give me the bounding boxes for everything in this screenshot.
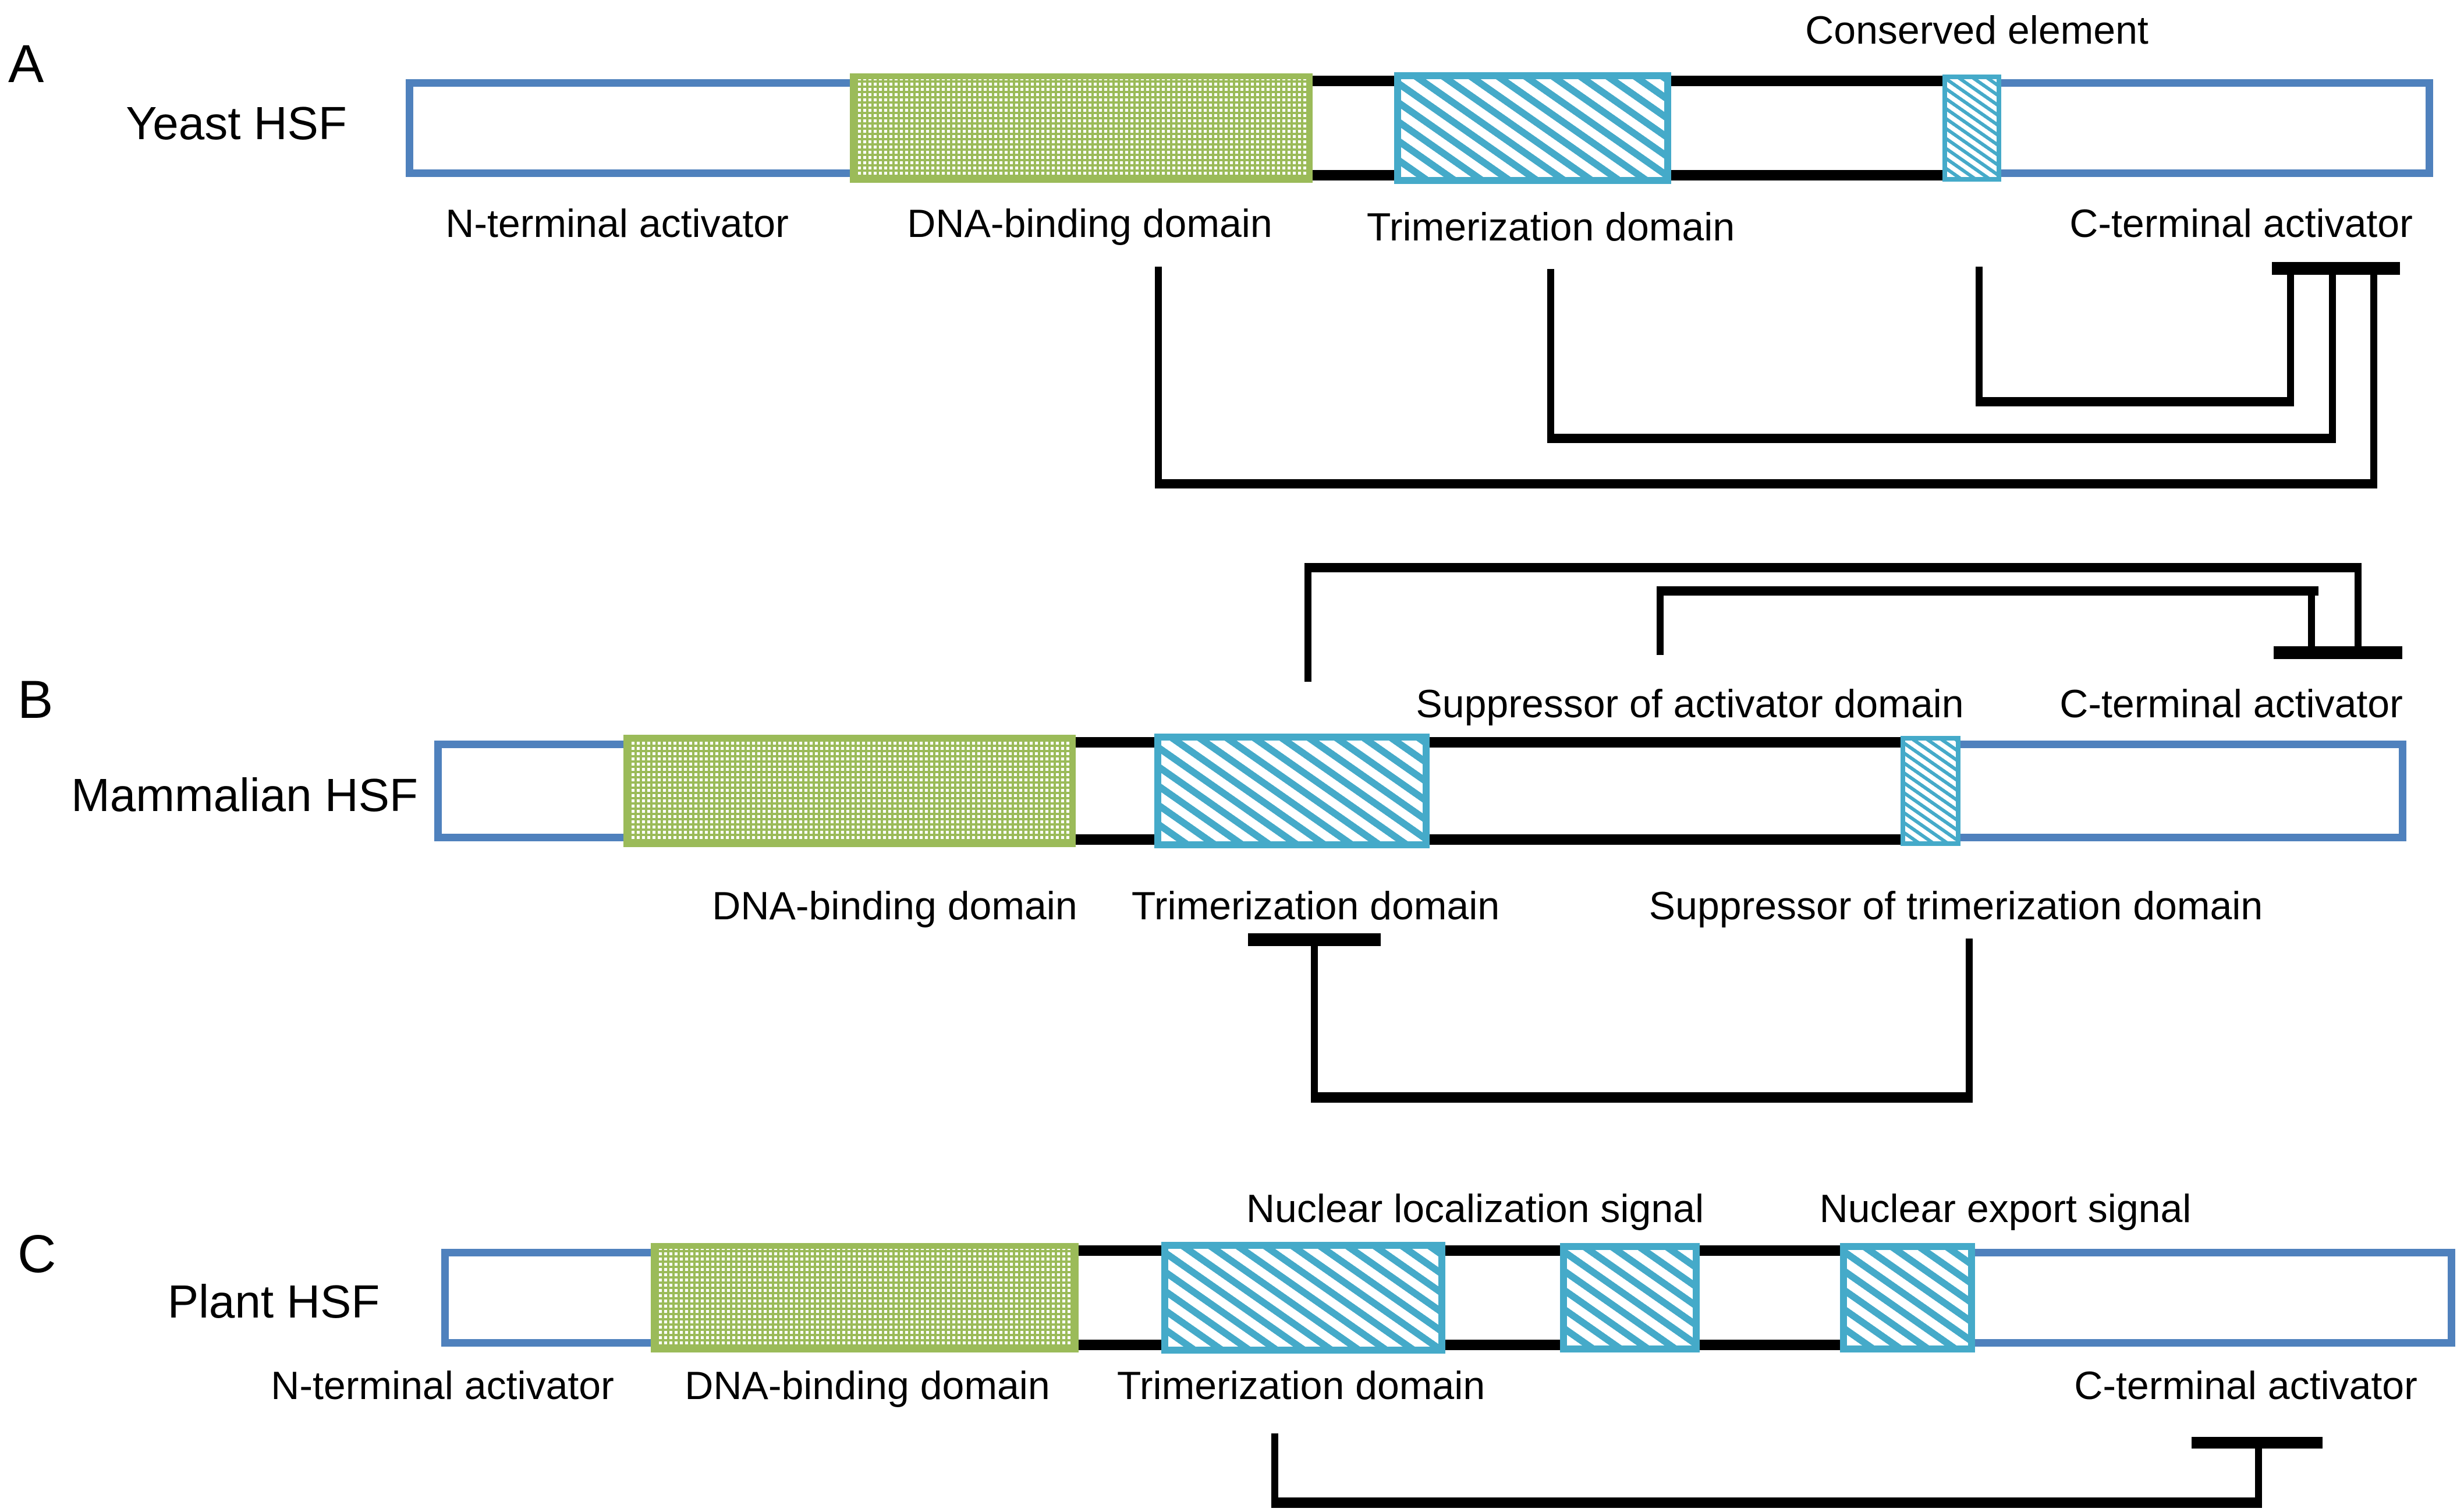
mammalian-trimerization-label: Trimerization domain xyxy=(1131,884,1500,928)
mammalian-upper-tbar xyxy=(2274,646,2402,659)
panel-a-letter: A xyxy=(8,34,44,94)
plant-trimerization-label: Trimerization domain xyxy=(1116,1364,1486,1408)
plant-nes-label: Nuclear export signal xyxy=(1819,1187,2192,1231)
yeast-dna-binding-domain-box xyxy=(850,73,1313,183)
panel-b-letter: B xyxy=(17,670,54,730)
yeast-connector-outer-bottom xyxy=(1155,479,2377,488)
yeast-connector-conserved-vertical xyxy=(1976,267,1983,406)
mammalian-upper-outer-top xyxy=(1304,563,2362,572)
mammalian-dna-binding-label: DNA-binding domain xyxy=(712,884,1077,928)
plant-nes-box xyxy=(1840,1243,1975,1352)
yeast-hsf-label: Yeast HSF xyxy=(126,97,347,149)
plant-trimerization-domain-box xyxy=(1161,1242,1445,1354)
mammalian-linker-1 xyxy=(1076,737,1154,845)
plant-connector-right-vertical xyxy=(2255,1449,2262,1508)
plant-inhibition-tbar xyxy=(2192,1437,2323,1449)
yeast-connector-tri-vertical xyxy=(1547,269,1554,443)
mammalian-upper-outer-right xyxy=(2355,563,2362,646)
panel-c-letter: C xyxy=(17,1224,56,1284)
yeast-linker-2 xyxy=(1671,76,1942,180)
plant-n-terminal-label: N-terminal activator xyxy=(271,1364,614,1408)
plant-linker-2 xyxy=(1445,1245,1560,1350)
mammalian-hsf-label: Mammalian HSF xyxy=(71,769,418,821)
plant-connector-bottom xyxy=(1271,1497,2262,1508)
plant-nls-label: Nuclear localization signal xyxy=(1246,1187,1704,1231)
yeast-connector-mid-right xyxy=(2329,274,2336,443)
yeast-connector-dna-vertical xyxy=(1155,267,1162,488)
yeast-trimerization-domain-box xyxy=(1394,72,1671,184)
yeast-connector-inner-bottom xyxy=(1976,397,2294,406)
plant-linker-1 xyxy=(1079,1245,1161,1350)
plant-hsf-label: Plant HSF xyxy=(167,1276,380,1327)
yeast-c-terminal-label: C-terminal activator xyxy=(2069,201,2413,246)
plant-dna-binding-label: DNA-binding domain xyxy=(685,1364,1050,1408)
conserved-element-label: Conserved element xyxy=(1805,8,2149,52)
mammalian-upper-inner-right xyxy=(2308,586,2315,646)
yeast-connector-mid-bottom xyxy=(1547,434,2336,443)
plant-dna-binding-domain-box xyxy=(651,1243,1079,1352)
mammalian-c-terminal-label: C-terminal activator xyxy=(2059,682,2403,726)
yeast-dna-binding-label: DNA-binding domain xyxy=(907,201,1272,246)
mammalian-upper-outer-left xyxy=(1304,563,1311,682)
mammalian-suppressor-trimerization-label: Suppressor of trimerization domain xyxy=(1648,884,2263,928)
yeast-n-terminal-label: N-terminal activator xyxy=(445,201,789,246)
mammalian-suppressor-trimerization-box xyxy=(1901,736,1960,846)
mammalian-lower-bottom xyxy=(1311,1092,1973,1103)
plant-c-terminal-label: C-terminal activator xyxy=(2074,1364,2417,1408)
yeast-inhibition-tbar xyxy=(2272,262,2400,275)
mammalian-linker-2 xyxy=(1430,737,1901,845)
yeast-conserved-element-box xyxy=(1942,75,2001,182)
yeast-connector-inner-right xyxy=(2287,274,2294,406)
mammalian-dna-binding-domain-box xyxy=(623,735,1076,847)
mammalian-trimerization-domain-box xyxy=(1154,734,1430,848)
mammalian-upper-inner-left xyxy=(1657,586,1664,655)
plant-linker-3 xyxy=(1700,1245,1840,1350)
plant-connector-left-vertical xyxy=(1271,1433,1278,1508)
yeast-connector-outer-right xyxy=(2370,274,2377,488)
mammalian-lower-tbar xyxy=(1248,933,1381,946)
mammalian-suppressor-activator-label: Suppressor of activator domain xyxy=(1416,682,1964,726)
mammalian-lower-right-vertical xyxy=(1966,939,1973,1103)
yeast-trimerization-label: Trimerization domain xyxy=(1366,205,1735,249)
yeast-linker-1 xyxy=(1313,76,1394,180)
plant-nls-box xyxy=(1560,1243,1700,1352)
mammalian-upper-inner-top xyxy=(1657,586,2318,596)
mammalian-lower-left-vertical xyxy=(1311,946,1318,1099)
